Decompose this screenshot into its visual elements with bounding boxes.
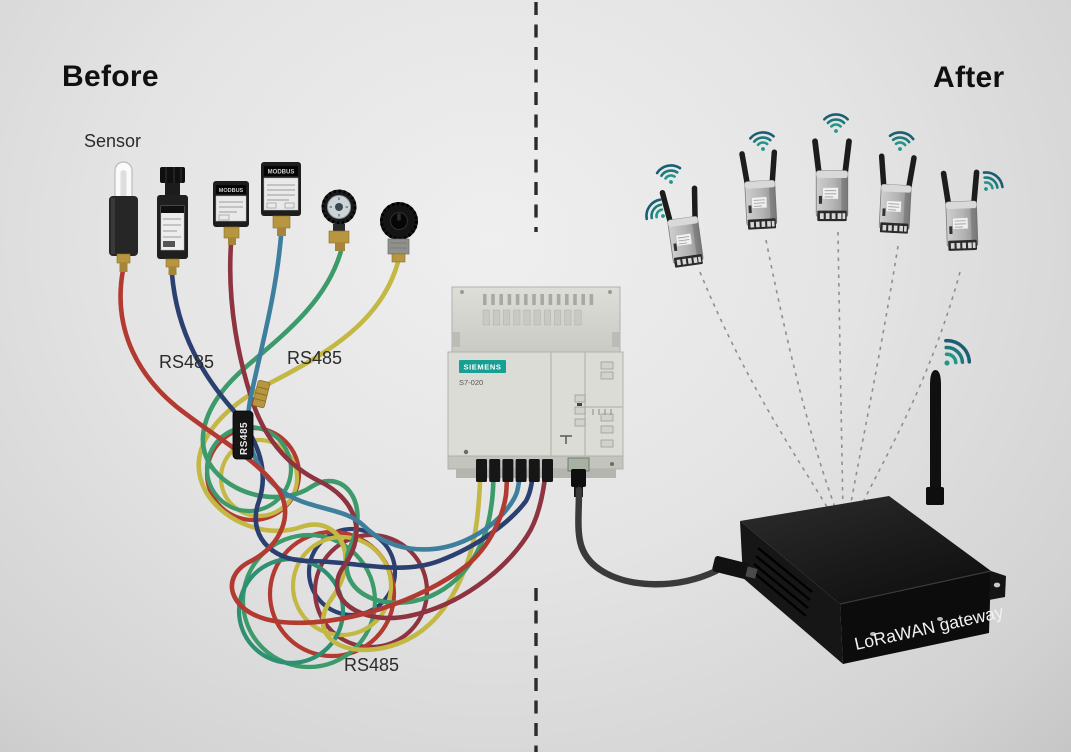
wired-sensor-gauge xyxy=(321,189,357,251)
wireless-sensor-4 xyxy=(874,152,918,235)
plc-vent-slats xyxy=(482,309,582,326)
plc-detail-ports xyxy=(574,361,614,448)
wired-sensor-modbus-small: MODBUS xyxy=(213,181,249,245)
wired-sensor-thermometer xyxy=(109,161,138,272)
gateway-antenna xyxy=(926,370,944,505)
rs485-label-bottom: RS485 xyxy=(344,655,400,675)
wire-green xyxy=(200,248,496,606)
wire-navy xyxy=(169,271,536,570)
gateway-cable xyxy=(575,486,720,588)
wireless-sensor-1 xyxy=(658,184,709,269)
wifi-signal-icon xyxy=(748,130,777,154)
wireless-link-lines xyxy=(699,231,961,524)
wire-bundle xyxy=(118,233,549,653)
rs485-label-left: RS485 xyxy=(159,352,215,372)
brass-connector xyxy=(252,379,271,409)
after-title: After xyxy=(933,61,1005,94)
plc-vent-slots xyxy=(483,294,594,305)
wire-red xyxy=(118,267,510,626)
modbus-label: MODBUS xyxy=(268,170,295,176)
modbus-label: MODBUS xyxy=(219,188,244,194)
wifi-signal-icon xyxy=(654,162,685,188)
usb-plug xyxy=(712,556,758,579)
wireless-sensor-5 xyxy=(939,168,983,252)
wifi-signal-icon xyxy=(822,113,850,135)
sensor-label: Sensor xyxy=(84,131,142,151)
cable-tie-label: RS485 xyxy=(239,422,250,455)
wifi-signal-icon xyxy=(931,334,976,378)
wireless-sensor-3 xyxy=(811,137,853,222)
siemens-logo: SIEMENS xyxy=(459,360,506,373)
plc-model: S7-020 xyxy=(459,378,483,387)
wired-sensor-modbus-large: MODBUS xyxy=(261,162,301,236)
wifi-signal-icon xyxy=(886,129,916,154)
gateway-side-vents xyxy=(752,547,813,617)
wire-teal xyxy=(245,233,523,552)
lorawan-gateway: LoRaWAN gateway xyxy=(712,370,1006,664)
before-title: Before xyxy=(62,60,159,93)
wired-sensor-knob xyxy=(380,202,418,263)
rs485-cable-tie: RS485 xyxy=(232,410,254,460)
rs485-label-right: RS485 xyxy=(287,348,343,368)
wireless-sensor-2 xyxy=(738,148,782,231)
siemens-plc: SIEMENS S7-020 xyxy=(447,286,624,497)
svg-text:SIEMENS: SIEMENS xyxy=(464,363,502,372)
plc-wire-connectors xyxy=(476,459,553,482)
wired-sensor-probe xyxy=(157,167,188,275)
wifi-signal-icon xyxy=(974,167,1007,200)
